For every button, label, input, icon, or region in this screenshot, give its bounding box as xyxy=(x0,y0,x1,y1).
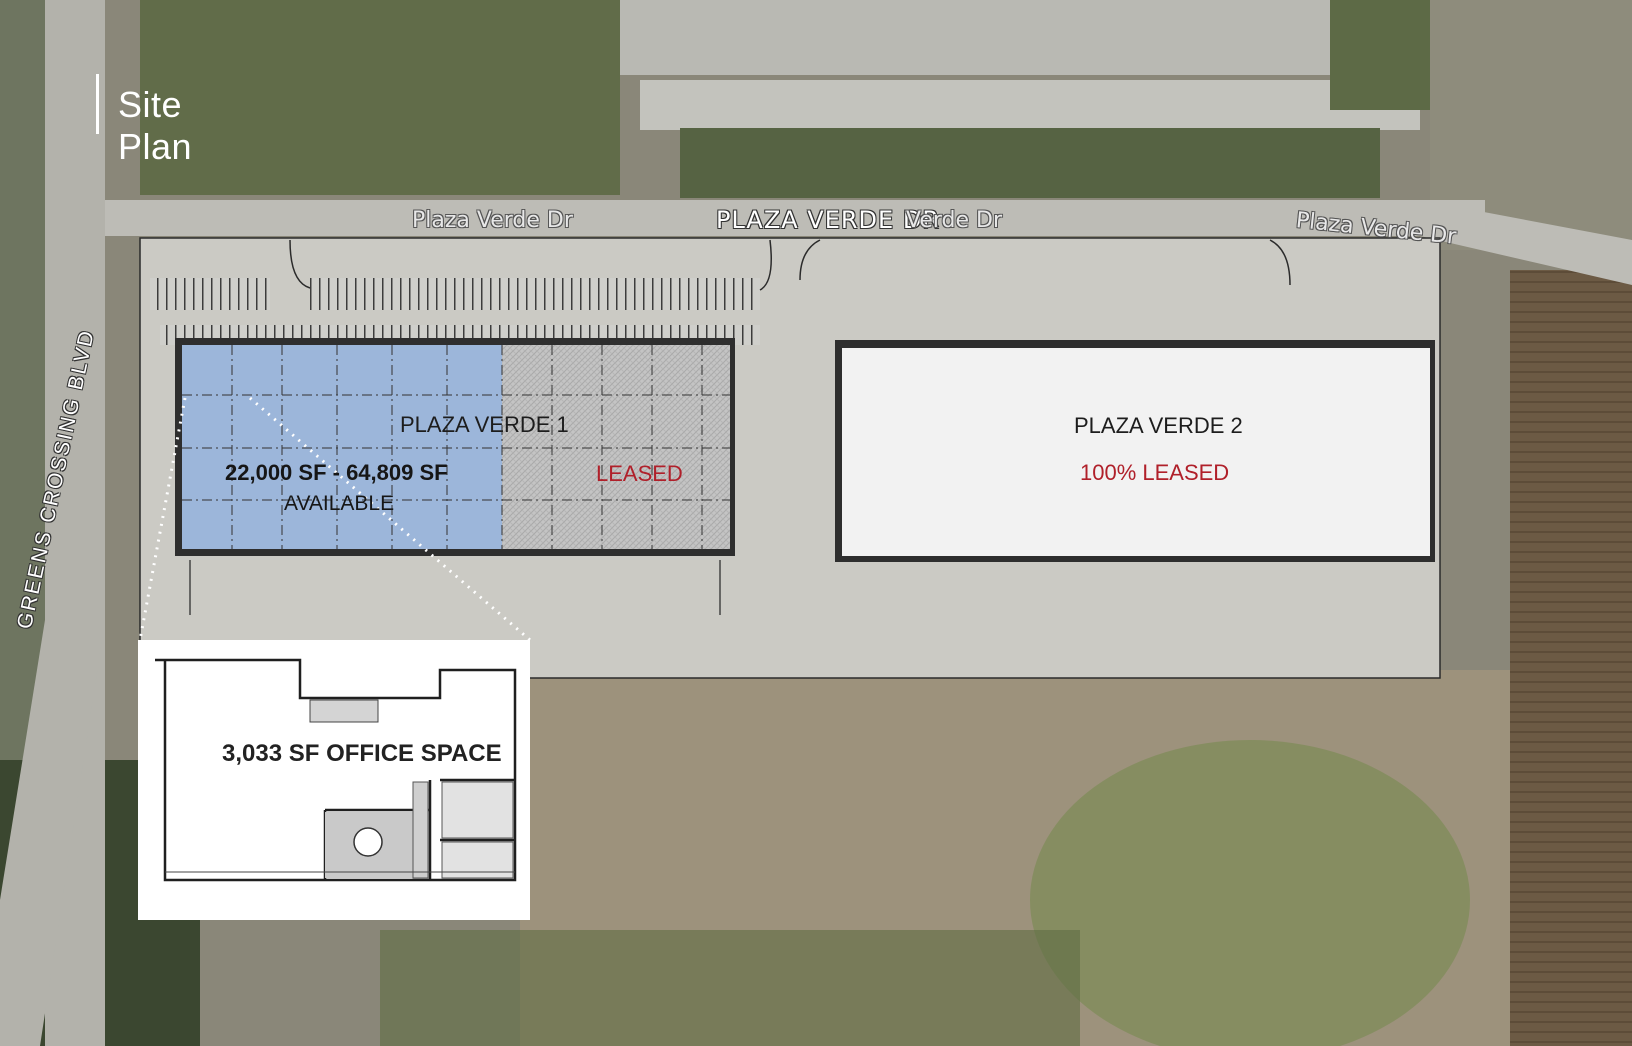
parking-row-2 xyxy=(310,278,760,310)
callout-line-left xyxy=(138,397,187,641)
pv2-roof xyxy=(842,348,1430,556)
plaza-verde-dr-road-east xyxy=(1420,200,1632,285)
title-accent-bar xyxy=(96,74,99,134)
pv2-name-label: PLAZA VERDE 2 xyxy=(1074,413,1243,438)
page-title: Site Plan xyxy=(118,84,193,167)
greens-crossing-blvd-south xyxy=(0,620,105,1046)
grass-strip-top xyxy=(680,128,1380,198)
pv1-leased-label: LEASED xyxy=(596,461,683,486)
farmland-right xyxy=(1510,270,1632,1046)
curb-4 xyxy=(1269,239,1291,286)
parking-row-1 xyxy=(150,278,270,310)
truck-lot-lower xyxy=(640,80,1420,130)
plaza-verde-dr-road xyxy=(45,200,1485,236)
office-space-label: 3,033 SF OFFICE SPACE xyxy=(222,740,502,767)
truck-lot xyxy=(620,0,1430,75)
corridor xyxy=(412,781,429,879)
site-boundary xyxy=(139,237,1441,679)
reception-desk xyxy=(309,699,379,723)
road-label-plaza-verde-mid: Verde Dr xyxy=(906,208,1003,233)
pv1-column-grid xyxy=(182,345,730,549)
restroom-2 xyxy=(441,841,514,879)
curb-2 xyxy=(759,239,772,291)
pv2-leased-label: 100% LEASED xyxy=(1080,460,1230,485)
restroom-1 xyxy=(441,781,514,839)
pv1-leased-area xyxy=(502,345,730,549)
green-strip-bottom xyxy=(380,930,1080,1046)
road-label-plaza-verde-main: PLAZA VERDE DR xyxy=(716,206,940,234)
pv1-name-label: PLAZA VERDE 1 xyxy=(400,412,569,437)
pv1-available-area xyxy=(182,345,502,549)
green-patch xyxy=(1030,740,1470,1046)
pv1-available-sf-label: 22,000 SF - 64,809 SF xyxy=(225,460,448,485)
curb-1 xyxy=(289,239,311,289)
road-label-plaza-verde-left: Plaza Verde Dr xyxy=(412,208,573,233)
field-top-left xyxy=(140,0,620,195)
callout-line-right xyxy=(249,396,531,642)
pv1-available-label: AVAILABLE xyxy=(284,492,395,515)
conference-table xyxy=(353,827,383,857)
office-floorplan xyxy=(155,658,517,882)
curb-3 xyxy=(799,239,821,281)
